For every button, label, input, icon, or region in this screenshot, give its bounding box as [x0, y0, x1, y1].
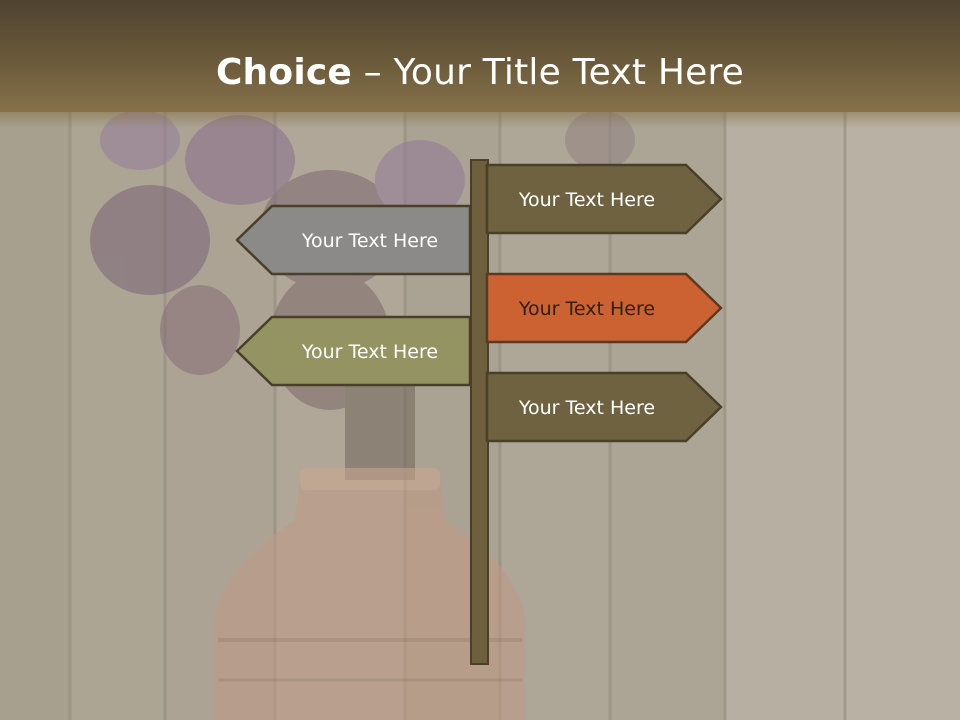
sign-right-3[interactable]: Your Text Here — [485, 371, 723, 443]
title-rest: Your Title Text Here — [393, 52, 745, 93]
title-dash: – — [352, 52, 394, 93]
sign-right-1-label: Your Text Here — [518, 189, 655, 211]
title-bold: Choice — [215, 52, 353, 93]
sign-right-2[interactable]: Your Text Here — [485, 272, 723, 344]
slide-title: Choice – Your Title Text Here — [0, 52, 960, 93]
sign-right-3-label: Your Text Here — [518, 397, 655, 419]
sign-left-2-label: Your Text Here — [301, 341, 438, 363]
sign-right-1[interactable]: Your Text Here — [485, 163, 723, 235]
signpost-pole — [470, 159, 489, 665]
vase — [215, 468, 525, 720]
sign-left-1-label: Your Text Here — [301, 230, 438, 252]
sign-left-2[interactable]: Your Text Here — [235, 315, 472, 387]
sign-right-2-label: Your Text Here — [518, 298, 655, 320]
sign-left-1[interactable]: Your Text Here — [235, 204, 472, 276]
title-bar — [0, 0, 960, 128]
